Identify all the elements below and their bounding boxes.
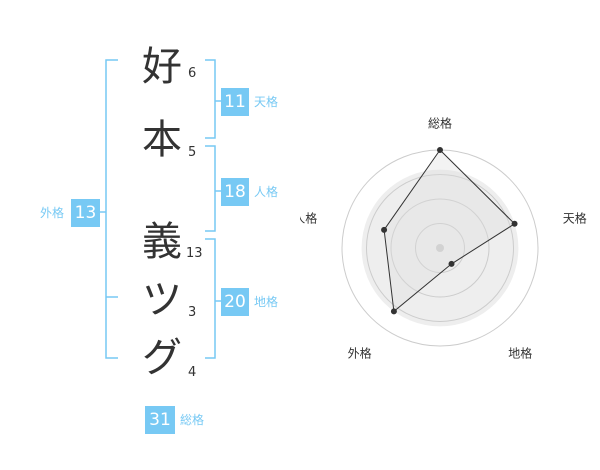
- chikaku-bracket: [205, 238, 216, 359]
- radar-ring: [415, 223, 465, 273]
- gaikaku-value: 13: [71, 199, 100, 227]
- tenkaku-bracket: [205, 59, 216, 139]
- tenkaku-label: 天格: [254, 95, 279, 109]
- stroke-count: 5: [188, 145, 197, 160]
- gaikaku-label: 外格: [40, 206, 65, 220]
- radar-ring: [366, 174, 514, 322]
- name-character: 好: [142, 44, 182, 90]
- name-character: 本: [142, 117, 182, 163]
- stroke-count: 3: [188, 305, 197, 320]
- radar-ring: [390, 198, 490, 298]
- name-character: グ: [142, 335, 182, 381]
- kaku-brackets: [100, 59, 221, 359]
- radar-axis-label: 天格: [563, 211, 587, 226]
- radar-point: [390, 308, 397, 315]
- name-character: ツ: [142, 277, 182, 323]
- chikaku-value: 20: [221, 288, 249, 316]
- radar-point: [437, 147, 443, 153]
- soukaku-value: 31: [145, 406, 175, 434]
- radar-center: [436, 244, 444, 252]
- radar-point: [511, 220, 518, 227]
- radar-axis-label: 人格: [300, 211, 317, 226]
- stroke-count: 4: [188, 365, 197, 380]
- soukaku-label: 総格: [180, 413, 205, 427]
- radar-axis-label: 総格: [428, 116, 452, 131]
- gaikaku-bracket: [105, 59, 118, 359]
- chikaku-label: 地格: [254, 295, 279, 309]
- radar-data-polygon: [383, 149, 516, 313]
- jinkaku-value: 18: [221, 178, 249, 206]
- tenkaku-value: 11: [221, 88, 249, 116]
- radar-axis-label: 外格: [348, 345, 372, 360]
- jinkaku-bracket: [205, 145, 216, 232]
- stroke-count: 13: [186, 246, 203, 261]
- radar-axis-label: 地格: [508, 345, 532, 360]
- jinkaku-label: 人格: [254, 185, 279, 199]
- name-character: 義: [142, 219, 182, 265]
- radar-point: [381, 226, 388, 233]
- stroke-count: 6: [188, 66, 197, 81]
- radar-point: [448, 260, 455, 267]
